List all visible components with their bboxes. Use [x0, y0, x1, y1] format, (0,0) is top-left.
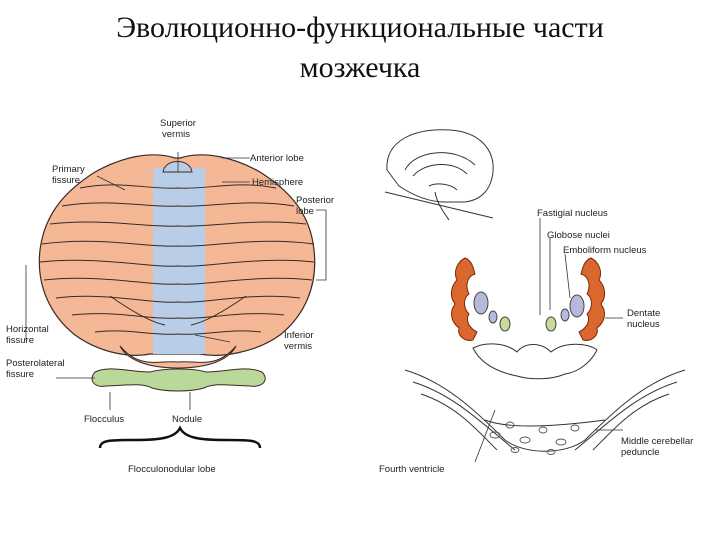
- emboliform-nucleus-left: [473, 291, 489, 315]
- label-fourth-ventricle: Fourth ventricle: [379, 464, 444, 475]
- slide-title-line-2: мозжечка: [299, 51, 421, 84]
- peduncle-fibers: [489, 421, 580, 455]
- label-nodule: Nodule: [172, 414, 202, 425]
- label-globose-nuclei: Globose nuclei: [547, 230, 610, 241]
- label-superior-vermis: Superior: [160, 118, 196, 129]
- label-flocculus: Flocculus: [84, 414, 124, 425]
- folia-lines: [39, 184, 315, 335]
- label-hemisphere: Hemisphere: [252, 177, 303, 188]
- label-inferior-vermis-1: Inferior: [284, 330, 314, 341]
- label-horizontal-fissure-1: Horizontal: [6, 324, 49, 335]
- label-emboliform-nucleus: Emboliform nucleus: [563, 245, 647, 256]
- emboliform-nucleus-right: [569, 294, 585, 318]
- label-inferior-vermis-2: vermis: [284, 341, 312, 352]
- flocculonodular-lobe: [91, 368, 266, 392]
- vermis-band: [153, 168, 205, 354]
- label-posterior-lobe-2: lobe: [296, 206, 314, 217]
- label-fastigial-nucleus: Fastigial nucleus: [537, 208, 608, 219]
- label-posterolateral-fissure-1: Posterolateral: [6, 358, 65, 369]
- label-dentate-nucleus-2: nucleus: [627, 319, 660, 330]
- inferior-vermis-lobe: [119, 345, 237, 369]
- label-posterolateral-fissure-2: fissure: [6, 369, 34, 380]
- cerebellum-lobes-diagram: Superior vermis Anterior lobe Hemisphere…: [0, 110, 360, 490]
- brainstem-outline: [404, 343, 686, 452]
- label-superior-vermis-2: vermis: [162, 129, 190, 140]
- leader-lines: [25, 152, 327, 410]
- slide-title-line-1: Эволюционно-функциональные части: [116, 11, 604, 44]
- label-dentate-nucleus-1: Dentate: [627, 308, 660, 319]
- label-primary-fissure-1: Primary: [52, 164, 85, 175]
- label-horizontal-fissure-2: fissure: [6, 335, 34, 346]
- label-flocculonodular-lobe: Flocculonodular lobe: [128, 464, 216, 475]
- superior-vermis-bump: [162, 161, 193, 173]
- fastigial-nucleus-left: [499, 316, 511, 332]
- label-anterior-lobe: Anterior lobe: [250, 153, 304, 164]
- label-posterior-lobe-1: Posterior: [296, 195, 334, 206]
- dentate-nucleus-left: [450, 257, 478, 341]
- globose-nucleus-right: [560, 308, 570, 322]
- label-middle-cerebellar-peduncle-2: peduncle: [621, 447, 660, 458]
- label-middle-cerebellar-peduncle-1: Middle cerebellar: [621, 436, 693, 447]
- cerebellar-nuclei-diagram: Fastigial nucleus Globose nuclei Embolif…: [365, 110, 720, 490]
- nuclei-leader-lines: [474, 218, 623, 463]
- brain-inset: [384, 129, 494, 221]
- flocculonodular-brace: [98, 425, 262, 449]
- fastigial-nucleus-right: [545, 316, 557, 332]
- dentate-nucleus-right: [578, 257, 606, 341]
- globose-nucleus-left: [488, 310, 498, 324]
- label-primary-fissure-2: fissure: [52, 175, 80, 186]
